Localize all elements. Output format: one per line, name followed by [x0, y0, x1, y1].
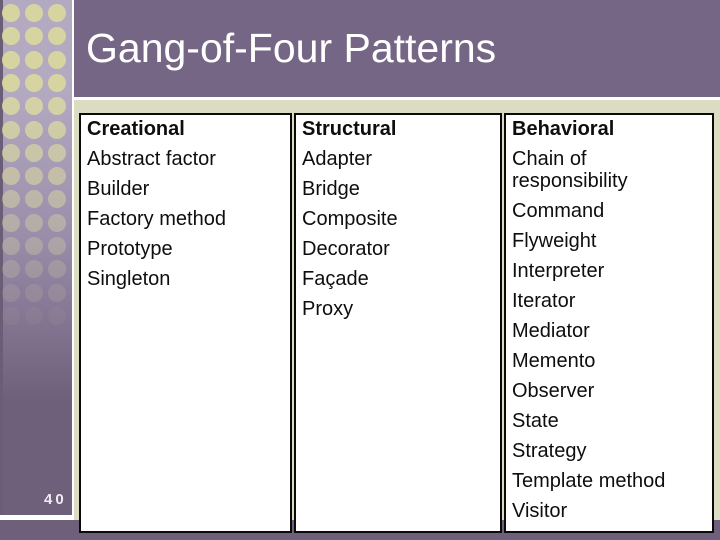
- strip-dot: [25, 306, 43, 325]
- column-header: Structural: [302, 118, 397, 140]
- pattern-item: Abstract factor: [87, 148, 216, 170]
- strip-dot: [25, 213, 43, 232]
- strip-dot: [2, 190, 20, 209]
- strip-dot: [48, 73, 66, 92]
- dots-pattern: [0, 0, 72, 515]
- strip-dot: [25, 120, 43, 139]
- strip-dot: [2, 213, 20, 232]
- title-bar: Gang-of-Four Patterns: [74, 0, 720, 97]
- pattern-item: Bridge: [302, 178, 360, 200]
- strip-dot: [2, 283, 20, 302]
- strip-dot: [25, 97, 43, 116]
- pattern-item: Visitor: [512, 500, 568, 522]
- strip-dot: [2, 120, 20, 139]
- pattern-item: Iterator: [512, 290, 576, 312]
- pattern-item: Command: [512, 200, 605, 222]
- strip-dot: [25, 237, 43, 255]
- strip-dot: [25, 73, 43, 92]
- pattern-item: Proxy: [302, 298, 354, 320]
- strip-dot: [25, 27, 43, 46]
- strip-dot: [48, 213, 66, 232]
- pattern-item: Façade: [302, 268, 369, 290]
- pattern-item: Adapter: [302, 148, 373, 170]
- strip-dot: [2, 306, 20, 325]
- strip-dot: [25, 167, 43, 186]
- strip-dot: [2, 260, 20, 279]
- pattern-item: State: [512, 410, 559, 432]
- pattern-item: Composite: [302, 208, 398, 230]
- pattern-item: Factory method: [87, 208, 226, 230]
- strip-dot: [48, 237, 66, 255]
- strip-dot: [25, 283, 43, 302]
- pattern-item: Strategy: [512, 440, 587, 462]
- pattern-item: Template method: [512, 470, 666, 492]
- strip-dot: [2, 167, 20, 186]
- page-title: Gang-of-Four Patterns: [86, 25, 497, 71]
- strip-dot: [2, 73, 20, 92]
- pattern-item: Builder: [87, 178, 150, 200]
- strip-dot: [48, 190, 66, 209]
- strip-dot: [25, 143, 43, 162]
- strip-dot: [48, 120, 66, 139]
- strip-dot: [2, 97, 20, 116]
- slide-number: 40: [44, 491, 67, 508]
- strip-dot: [48, 4, 66, 22]
- strip-dot: [48, 27, 66, 46]
- strip-dot: [2, 50, 20, 69]
- strip-dot: [25, 4, 43, 22]
- pattern-item: Prototype: [87, 238, 173, 260]
- strip-dot: [48, 306, 66, 325]
- pattern-item: Singleton: [87, 268, 171, 290]
- strip-dot: [2, 4, 20, 22]
- strip-dot: [48, 167, 66, 186]
- column-header: Creational: [87, 118, 185, 140]
- strip-dot: [48, 97, 66, 116]
- strip-dot: [25, 260, 43, 279]
- pattern-item: Chain of responsibility: [512, 148, 628, 192]
- pattern-item: Memento: [512, 350, 596, 372]
- pattern-item: Mediator: [512, 320, 590, 342]
- strip-dot: [25, 190, 43, 209]
- strip-dot: [48, 143, 66, 162]
- strip-dot: [48, 260, 66, 279]
- strip-dot: [25, 50, 43, 69]
- column-header: Behavioral: [512, 118, 615, 140]
- strip-dot: [48, 283, 66, 302]
- strip-dot: [2, 143, 20, 162]
- strip-dot: [2, 27, 20, 46]
- pattern-item: Decorator: [302, 238, 390, 260]
- strip-dot: [2, 237, 20, 255]
- strip-dot: [48, 50, 66, 69]
- pattern-item: Observer: [512, 380, 595, 402]
- left-accent-strip: 40: [0, 0, 72, 515]
- pattern-item: Flyweight: [512, 230, 597, 252]
- pattern-item: Interpreter: [512, 260, 605, 282]
